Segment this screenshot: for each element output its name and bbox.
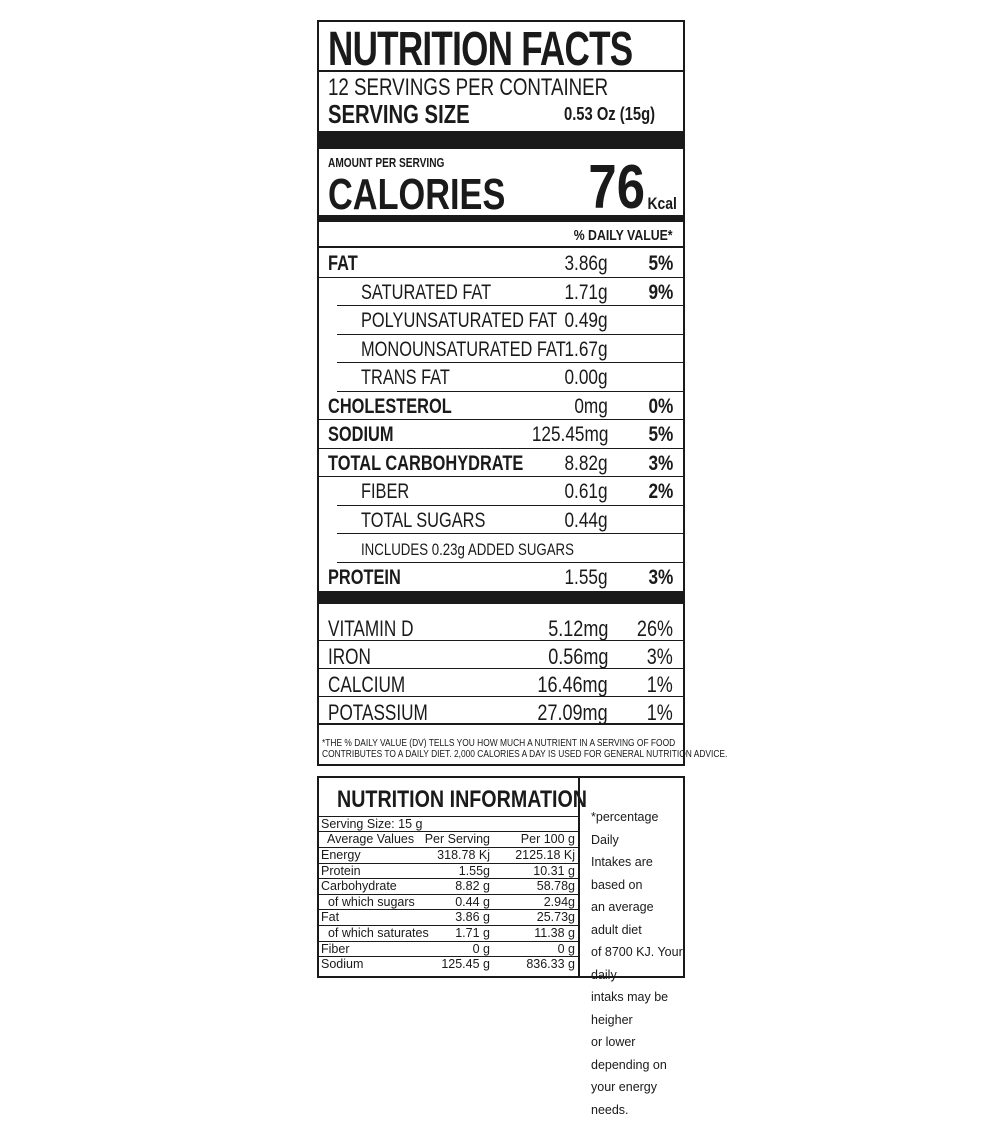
vitamin-daily-value: 3% <box>646 644 673 669</box>
nutrition-information-panel: NUTRITION INFORMATION Serving Size: 15 g… <box>317 776 685 1117</box>
vitamin-amount: 0.56mg <box>547 644 608 669</box>
nutrient-row: CHOLESTEROL 0mg 0% <box>319 392 683 421</box>
calories-value: 76 <box>588 153 645 222</box>
vitamin-label: POTASSIUM <box>328 700 428 725</box>
nutrient-label: FAT <box>328 252 358 275</box>
nutrient-row: SATURATED FAT 1.71g 9% <box>337 278 683 307</box>
nutrient-daily-value: 3% <box>648 451 673 475</box>
nutrient-amount: 0.00g <box>564 366 608 389</box>
calories-unit: Kcal <box>647 194 677 213</box>
amount-per-serving: AMOUNT PER SERVING <box>328 155 445 170</box>
nutrient-daily-value: 3% <box>648 565 673 589</box>
nutrient-label: TOTAL SUGARS <box>361 508 486 532</box>
nutrient-label: TOTAL CARBOHYDRATE <box>328 451 524 475</box>
vitamin-amount: 5.12mg <box>547 616 608 641</box>
nutrient-amount: 1.55g <box>564 565 608 589</box>
nutrient-label: SODIUM <box>328 423 394 446</box>
nutrient-amount: 1.71g <box>564 280 608 304</box>
serving-size-value: 0.53 Oz (15g) <box>563 104 655 124</box>
nutrient-amount: 0.49g <box>564 309 608 332</box>
daily-intake-note: *percentage Daily Intakes are based on a… <box>591 810 683 1117</box>
nutrient-row: TRANS FAT 0.00g <box>337 363 683 392</box>
vitamin-label: VITAMIN D <box>328 616 414 641</box>
nutrient-daily-value: 0% <box>648 394 673 418</box>
nutrient-daily-value: 5% <box>648 423 673 446</box>
nutrient-amount: 8.82g <box>564 451 608 475</box>
nutrient-row: FIBER 0.61g 2% <box>337 477 683 506</box>
nutrient-label: PROTEIN <box>328 565 401 589</box>
vitamin-row: IRON 0.56mg 3% <box>319 641 683 669</box>
nutrient-amount: 1.67g <box>564 337 608 361</box>
vitamin-label: IRON <box>328 644 371 669</box>
info-title: NUTRITION INFORMATION <box>337 786 587 813</box>
vitamin-daily-value: 26% <box>636 616 673 641</box>
vitamin-amount: 27.09mg <box>537 700 608 725</box>
nutrient-row: FAT 3.86g 5% <box>319 249 683 278</box>
vitamin-amount: 16.46mg <box>537 672 608 697</box>
nutrient-row: POLYUNSATURATED FAT 0.49g <box>337 306 683 335</box>
nutrient-daily-value: 2% <box>648 480 673 503</box>
nutrient-row: TOTAL CARBOHYDRATE 8.82g 3% <box>319 449 683 478</box>
servings-per-container: 12 SERVINGS PER CONTAINER <box>328 74 609 101</box>
nutrient-daily-value: 5% <box>648 252 673 275</box>
nutrient-row: INCLUDES 0.23g ADDED SUGARS <box>337 534 683 563</box>
calories-label: CALORIES <box>328 170 506 219</box>
nutrient-amount: 0mg <box>574 394 608 418</box>
daily-value-footnote: *THE % DAILY VALUE (DV) TELLS YOU HOW MU… <box>322 737 728 760</box>
nutrient-amount: 0.44g <box>564 508 608 532</box>
facts-title: NUTRITION FACTS <box>328 23 633 76</box>
vitamin-label: CALCIUM <box>328 672 406 697</box>
nutrient-label: SATURATED FAT <box>361 280 492 304</box>
nutrient-label: MONOUNSATURATED FAT <box>361 337 566 361</box>
vitamin-daily-value: 1% <box>646 700 673 725</box>
nutrient-row: TOTAL SUGARS 0.44g <box>337 506 683 535</box>
nutrient-amount: 3.86g <box>564 252 608 275</box>
nutrient-amount: 0.61g <box>564 480 608 503</box>
nutrition-facts-panel: NUTRITION FACTS 12 SERVINGS PER CONTAINE… <box>317 20 727 766</box>
nutrient-amount: 125.45mg <box>531 423 608 446</box>
daily-value-header: % DAILY VALUE* <box>574 227 673 244</box>
vitamin-row: CALCIUM 16.46mg 1% <box>319 669 683 697</box>
serving-size-row: Serving Size: 15 g <box>319 816 578 832</box>
nutrient-label: POLYUNSATURATED FAT <box>361 309 558 332</box>
nutrient-daily-value: 9% <box>648 280 673 304</box>
vitamin-daily-value: 1% <box>646 672 673 697</box>
nutrient-row: SODIUM 125.45mg 5% <box>319 420 683 449</box>
vitamin-row: VITAMIN D 5.12mg 26% <box>319 613 683 641</box>
nutrient-label: CHOLESTEROL <box>328 394 452 418</box>
serving-size-label: SERVING SIZE <box>328 99 470 129</box>
nutrient-row: PROTEIN 1.55g 3% <box>319 563 683 592</box>
vitamin-row: POTASSIUM 27.09mg 1% <box>319 697 683 725</box>
table-header: Average Values Per Serving Per 100 g <box>319 832 578 848</box>
nutrient-label: INCLUDES 0.23g ADDED SUGARS <box>361 540 574 559</box>
nutrient-label: FIBER <box>361 480 410 503</box>
nutrient-label: TRANS FAT <box>361 366 450 389</box>
